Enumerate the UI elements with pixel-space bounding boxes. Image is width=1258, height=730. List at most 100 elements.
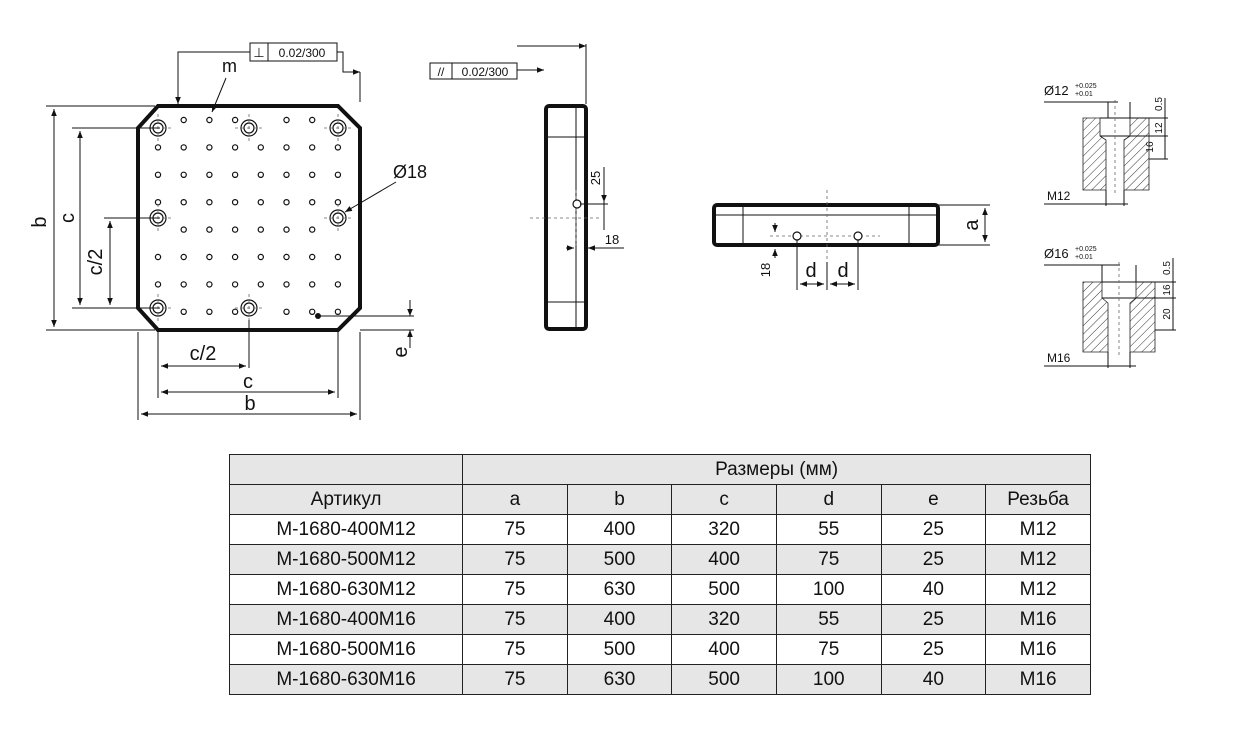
article-cell: M-1680-630M12 <box>228 574 464 605</box>
mounting-hole <box>154 253 162 261</box>
parallelism-symbol: // <box>438 65 445 79</box>
mounting-hole <box>257 281 264 288</box>
mounting-hole <box>334 308 342 315</box>
mounting-hole <box>283 226 290 233</box>
value-cell: 630 <box>566 574 673 605</box>
perpendicularity-symbol: ⊥ <box>253 45 264 60</box>
column-header: b <box>566 484 673 515</box>
value-cell: 75 <box>462 604 568 635</box>
detail-m16-dim-top: 0.5 <box>1162 261 1173 275</box>
mounting-hole <box>206 116 213 124</box>
column-header: a <box>462 484 568 515</box>
dim-b-bottom-label: b <box>244 393 255 415</box>
mounting-hole <box>309 171 316 178</box>
value-cell: 55 <box>775 604 882 635</box>
value-cell: 500 <box>671 664 777 695</box>
value-cell: 500 <box>671 574 777 605</box>
mounting-hole <box>283 198 290 206</box>
value-cell: 75 <box>462 634 568 665</box>
detail-m16-tol-upper: +0.025 <box>1075 246 1097 253</box>
mounting-hole <box>257 198 264 206</box>
bore-holes <box>144 114 352 322</box>
mounting-hole <box>309 226 316 233</box>
value-cell: 630 <box>566 664 673 695</box>
mounting-hole <box>257 171 264 178</box>
detail-m16-thread: M16 <box>1047 351 1071 365</box>
mounting-hole <box>283 171 290 178</box>
dim-b-vertical: b <box>29 105 155 331</box>
detail-m16-dim-mid: 16 <box>1162 284 1173 296</box>
dim-e-label: e <box>390 346 412 357</box>
mounting-hole <box>309 281 316 288</box>
side-dim-18: 18 <box>605 232 619 247</box>
dim-b-label: b <box>29 216 51 227</box>
column-header: Артикул <box>228 484 464 515</box>
dim-d-left-label: d <box>805 260 816 282</box>
dim-c-label: c <box>57 213 79 223</box>
mounting-hole <box>309 116 316 124</box>
detail-m12-tol-upper: +0.025 <box>1075 83 1097 90</box>
value-cell: 320 <box>671 604 777 635</box>
mounting-hole <box>180 144 187 151</box>
dim-bottom: c/2 c b <box>137 320 361 420</box>
mounting-hole <box>257 226 264 233</box>
dim-d-right-label: d <box>837 260 848 282</box>
value-cell: 500 <box>566 634 673 665</box>
mounting-hole <box>334 171 342 178</box>
mounting-hole <box>206 281 213 288</box>
mounting-hole <box>283 281 290 288</box>
value-cell: 400 <box>566 604 673 635</box>
dim-c-vertical: c <box>57 127 160 309</box>
value-cell: 40 <box>880 574 987 605</box>
plate-edge-view: 18 d d a <box>712 190 990 290</box>
detail-m12-tol-lower: +0.01 <box>1075 91 1093 98</box>
mounting-hole <box>231 281 239 288</box>
hole-grid <box>154 116 342 315</box>
mounting-hole <box>154 144 162 151</box>
mounting-hole <box>309 253 316 261</box>
table-group-header-row: Размеры (мм) <box>228 454 1091 485</box>
value-cell: 400 <box>566 514 673 545</box>
perpendicularity-callout: ⊥ 0.02/300 <box>175 42 361 104</box>
table-group-header: Размеры (мм) <box>462 454 1091 485</box>
value-cell: 55 <box>775 514 882 545</box>
article-cell: M-1680-400M12 <box>228 514 464 545</box>
value-cell: 100 <box>775 574 882 605</box>
mounting-hole <box>257 253 264 261</box>
value-cell: 75 <box>462 514 568 545</box>
value-cell: 25 <box>880 634 987 665</box>
detail-m16-tol-lower: +0.01 <box>1075 254 1093 261</box>
column-header: Резьба <box>985 484 1091 515</box>
mounting-hole <box>309 198 316 206</box>
detail-m12: Ø12 +0.025 +0.01 0.5 12 16 M12 <box>1044 83 1168 206</box>
detail-m12-dim-mid: 12 <box>1154 122 1165 134</box>
article-cell: M-1680-630M16 <box>228 664 464 695</box>
article-cell: M-1680-400M16 <box>228 604 464 635</box>
mounting-hole <box>231 253 239 261</box>
value-cell: 320 <box>671 514 777 545</box>
value-cell: M12 <box>985 514 1091 545</box>
mounting-hole <box>334 253 342 261</box>
mounting-hole <box>283 253 290 261</box>
mounting-hole <box>231 198 239 206</box>
mounting-hole <box>206 226 213 233</box>
mounting-hole <box>180 226 187 233</box>
mounting-hole <box>154 171 162 178</box>
mounting-hole <box>180 171 187 178</box>
dim-c-half-bottom-label: c/2 <box>190 343 217 365</box>
value-cell: 75 <box>775 544 882 575</box>
mounting-hole <box>231 116 239 124</box>
value-cell: 400 <box>671 634 777 665</box>
mounting-hole <box>206 308 213 315</box>
mounting-hole <box>283 116 290 124</box>
value-cell: M16 <box>985 634 1091 665</box>
mounting-hole <box>334 281 342 288</box>
value-cell: 25 <box>880 604 987 635</box>
mounting-hole <box>231 308 239 315</box>
value-cell: 75 <box>462 544 568 575</box>
